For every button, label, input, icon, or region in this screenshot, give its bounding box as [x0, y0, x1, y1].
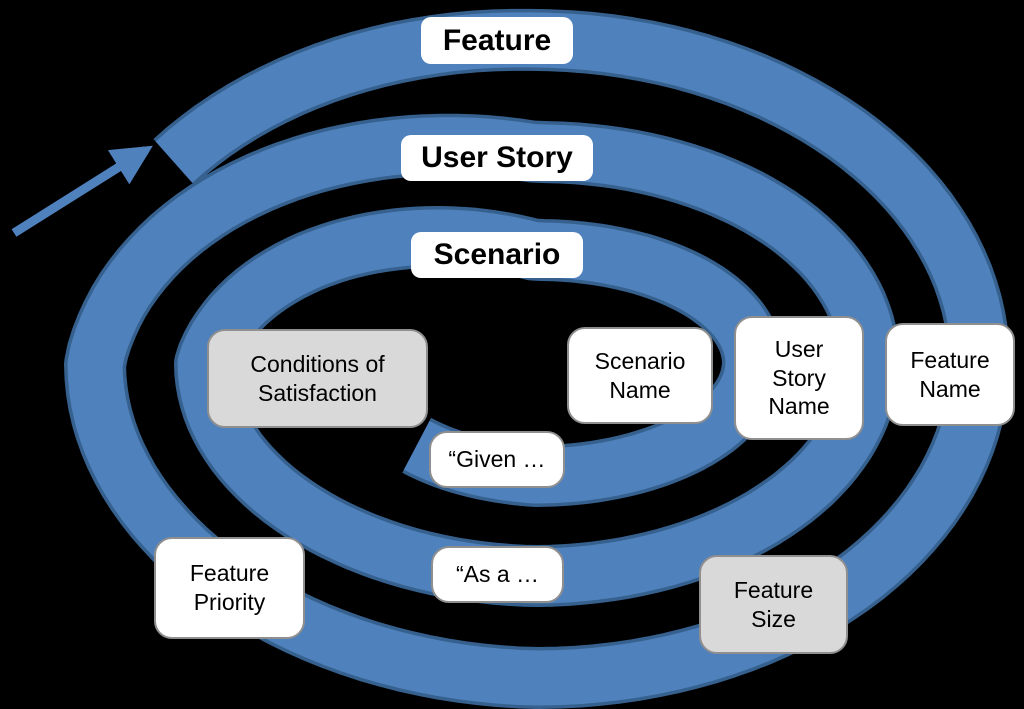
- callout-conditions-of-satisfaction-text: Conditions of Satisfaction: [250, 350, 385, 406]
- callout-scenario-name-text: Scenario Name: [594, 347, 686, 403]
- callout-as-a-text: “As a …: [455, 561, 540, 588]
- callout-as-a: “As a …: [431, 546, 564, 603]
- ring-label-scenario-text: Scenario: [433, 238, 561, 271]
- callout-feature-name: Feature Name: [885, 323, 1015, 426]
- callout-feature-priority: Feature Priority: [154, 537, 305, 639]
- callout-scenario-name: Scenario Name: [567, 327, 713, 424]
- callout-user-story-name-text: User Story Name: [768, 335, 830, 420]
- ring-label-feature: Feature: [421, 17, 573, 64]
- callout-feature-name-text: Feature Name: [910, 346, 990, 402]
- ring-label-scenario: Scenario: [411, 232, 583, 278]
- entry-arrow-icon: [11, 145, 153, 237]
- ring-label-feature-text: Feature: [442, 23, 552, 57]
- callout-given: “Given …: [429, 431, 565, 488]
- ring-label-user-story-text: User Story: [421, 141, 573, 174]
- callout-feature-size-text: Feature Size: [733, 576, 814, 632]
- callout-feature-size: Feature Size: [699, 555, 848, 654]
- spiral-band: [67, 12, 1007, 706]
- callout-feature-priority-text: Feature Priority: [189, 560, 270, 615]
- callout-user-story-name: User Story Name: [734, 316, 864, 440]
- callout-given-text: “Given …: [448, 446, 546, 473]
- callout-conditions-of-satisfaction: Conditions of Satisfaction: [207, 329, 428, 428]
- ring-label-user-story: User Story: [401, 135, 593, 181]
